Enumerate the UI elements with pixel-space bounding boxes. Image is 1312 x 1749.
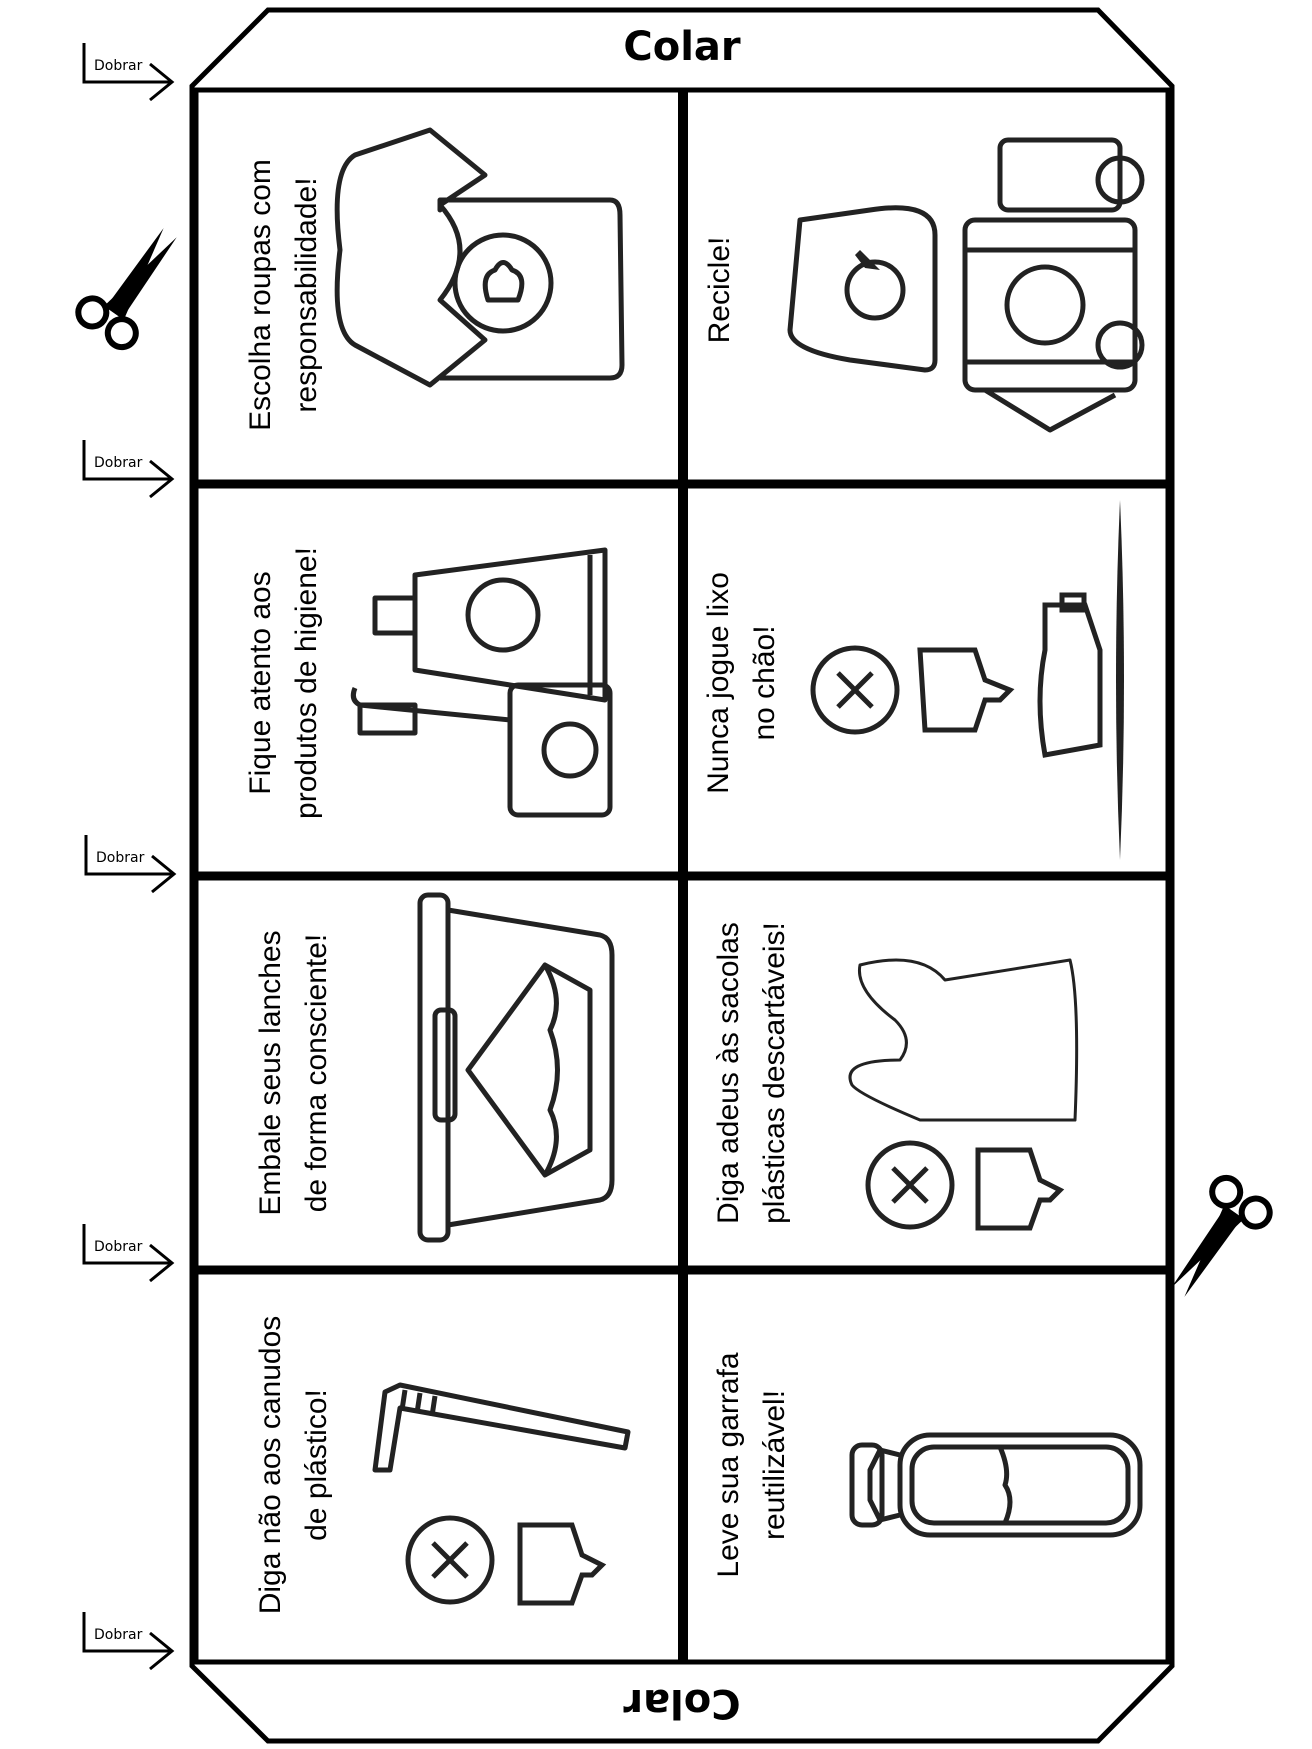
plastic-bag-icon — [848, 958, 1079, 1122]
frame — [189, 7, 1175, 1744]
cell-text-recycle: Recicle! — [703, 236, 736, 344]
lunchbox-icon — [417, 892, 615, 1243]
cell-text-lunch: Embale seus lanches de forma consciente! — [254, 930, 333, 1216]
no-straw-icon — [405, 1515, 607, 1606]
fold-label: Dobrar — [94, 58, 143, 74]
fold-arrow-icon — [82, 440, 175, 499]
fold-arrows — [82, 43, 177, 1671]
no-littering-icon — [810, 592, 1103, 758]
fold-arrow-icon — [82, 1224, 175, 1283]
fold-label: Dobrar — [94, 1627, 143, 1643]
fold-arrow-icon — [84, 835, 177, 894]
cell-text-straws: Diga não aos canudos de plástico! — [254, 1315, 333, 1615]
cell-text-bottle: Leve sua garrafa reutilizável! — [712, 1352, 791, 1578]
straw-icon — [372, 1382, 631, 1473]
cell-text-litter: Nunca jogue lixo no chão! — [702, 572, 781, 794]
fold-label: Dobrar — [94, 455, 143, 471]
fold-arrow-icon — [82, 1612, 175, 1671]
reusable-bottle-icon — [849, 1432, 1143, 1538]
cell-text-clothes: Escolha roupas com responsabilidade! — [244, 159, 323, 431]
fold-label: Dobrar — [94, 1239, 143, 1255]
fold-label: Dobrar — [96, 850, 145, 866]
recycling-truck-icon — [787, 137, 1145, 433]
cell-text-bags: Diga adeus às sacolas plásticas descartá… — [712, 922, 791, 1224]
scissors-icon — [1171, 1174, 1273, 1297]
no-plastic-bag-icon — [865, 1140, 1065, 1231]
top-glue-label: Colar — [623, 24, 741, 70]
fold-arrow-icon — [82, 43, 175, 102]
ground-shadow — [1116, 500, 1124, 860]
cell-text-hygiene: Fique atento aos produtos de higiene! — [244, 547, 323, 819]
toothpaste-icon — [350, 547, 613, 818]
tshirt-icon — [334, 127, 625, 388]
bottom-glue-label: Colar — [623, 1680, 741, 1726]
scissors-icon — [75, 228, 177, 351]
